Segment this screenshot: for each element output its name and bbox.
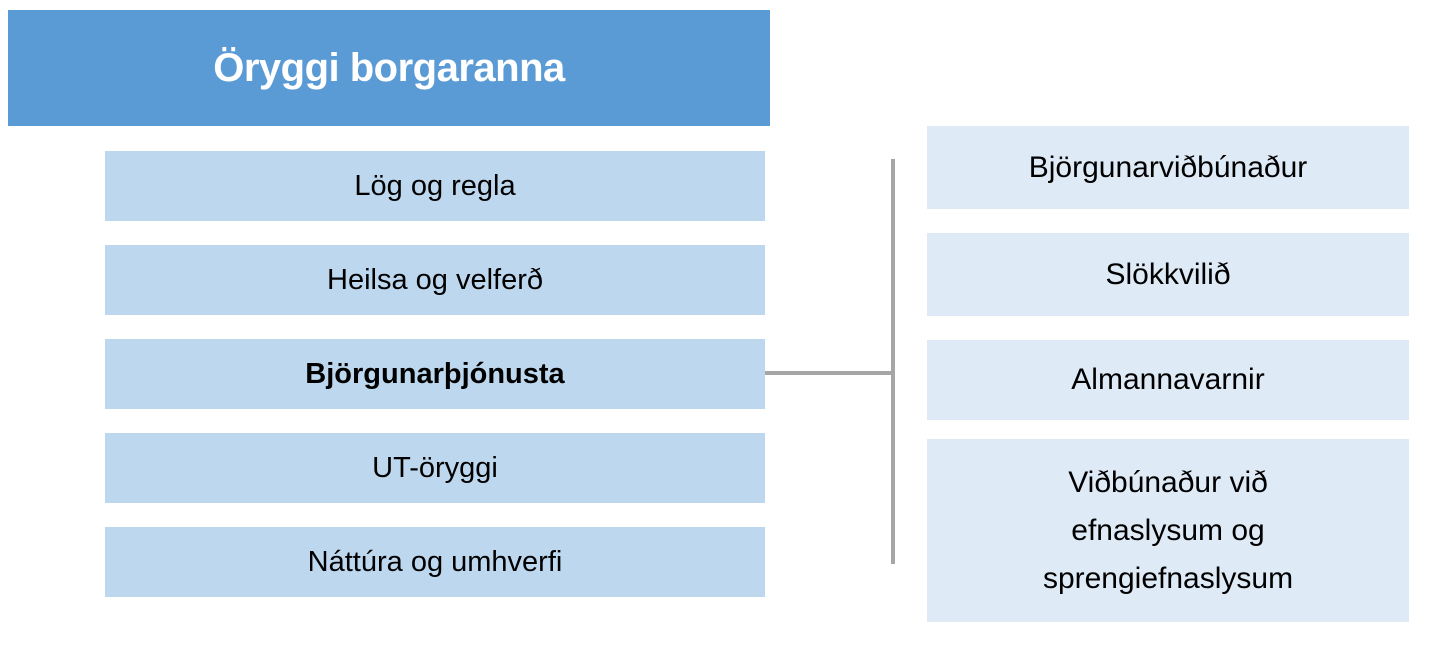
sub-label: Björgunarviðbúnaður bbox=[1028, 150, 1308, 184]
category-label: Náttúra og umhverfi bbox=[307, 545, 563, 578]
sub-box-almannavarnir: Almannavarnir bbox=[927, 340, 1409, 420]
category-label: UT-öryggi bbox=[372, 451, 498, 484]
category-box-heilsa-og-velferd: Heilsa og velferð bbox=[105, 245, 765, 315]
sub-label: Almannavarnir bbox=[1071, 363, 1265, 396]
sub-box-bjorgunarvidbunadur: Björgunarviðbúnaður bbox=[927, 126, 1409, 209]
category-box-log-og-regla: Lög og regla bbox=[105, 151, 765, 221]
category-box-nattura-og-umhverfi: Náttúra og umhverfi bbox=[105, 527, 765, 597]
connector-vertical-line bbox=[891, 159, 895, 564]
connector-horizontal-line bbox=[765, 371, 893, 375]
sub-box-vidbunadur-vid-efnaslysum: Viðbúnaður við efnaslysum og sprengiefna… bbox=[927, 439, 1409, 622]
category-label: Lög og regla bbox=[354, 169, 516, 202]
sub-label: Viðbúnaður við efnaslysum og sprengiefna… bbox=[1042, 465, 1294, 595]
category-label: Björgunarþjónusta bbox=[305, 357, 565, 390]
category-label: Heilsa og velferð bbox=[327, 263, 543, 296]
sub-label: Slökkvilið bbox=[1105, 257, 1231, 291]
diagram-title: Öryggi borgaranna bbox=[213, 45, 565, 90]
category-box-ut-oryggi: UT-öryggi bbox=[105, 433, 765, 503]
title-box: Öryggi borgaranna bbox=[8, 10, 770, 126]
category-box-bjorgunarthjonusta: Björgunarþjónusta bbox=[105, 339, 765, 409]
sub-box-slokkvilid: Slökkvilið bbox=[927, 233, 1409, 316]
